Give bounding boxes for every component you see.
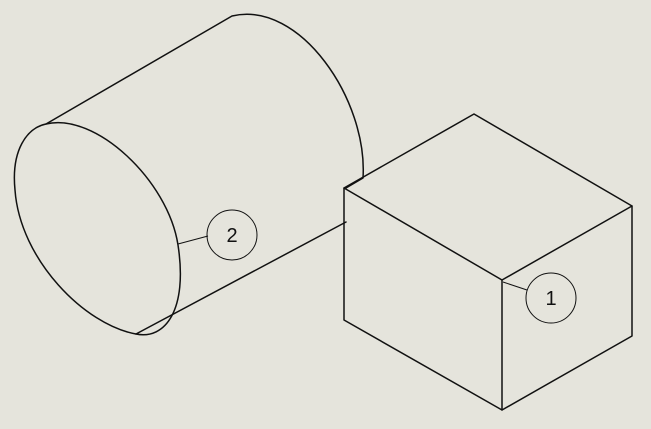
balloon-1-circle bbox=[525, 272, 577, 324]
cylinder-bottom-edge bbox=[135, 221, 347, 335]
balloon-1[interactable]: 1 bbox=[502, 272, 577, 324]
box-right-face bbox=[501, 205, 633, 411]
balloon-2-label: 2 bbox=[226, 225, 237, 247]
balloon-2[interactable]: 2 bbox=[177, 209, 258, 261]
balloon-2-circle bbox=[206, 209, 258, 261]
balloon-2-leader bbox=[177, 235, 209, 245]
box-top-face bbox=[343, 113, 633, 281]
box-left-face bbox=[343, 187, 503, 411]
cylinder-back-rim bbox=[45, 13, 364, 189]
cylinder[interactable] bbox=[13, 13, 364, 336]
cylinder-end-face bbox=[13, 121, 182, 336]
balloon-1-label: 1 bbox=[545, 288, 556, 310]
balloon-1-leader bbox=[502, 281, 528, 291]
box[interactable] bbox=[343, 113, 633, 411]
